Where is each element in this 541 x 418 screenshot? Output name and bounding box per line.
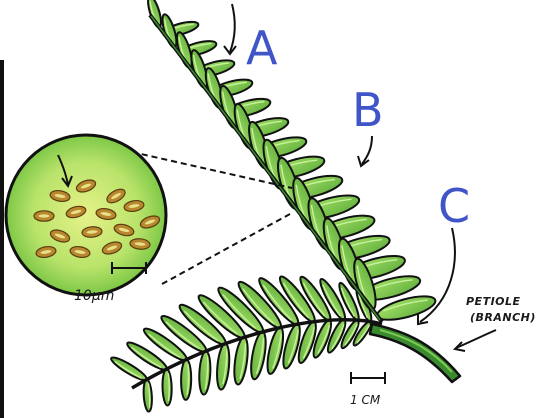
petiole-branch xyxy=(370,324,460,382)
label-b: B xyxy=(352,83,384,137)
micro-scale-label: 10μm xyxy=(74,288,114,304)
label-c: C xyxy=(438,179,470,233)
leaflet-lower-bottom xyxy=(215,343,231,390)
petiole-label-line2: (BRANCH) xyxy=(470,311,536,324)
zoom-line-bottom xyxy=(162,214,290,284)
magnified-view xyxy=(6,135,166,295)
leaflet-lower-bottom xyxy=(162,369,172,406)
leaflet-lower-bottom xyxy=(198,351,211,395)
cm-scale-label: 1 CM xyxy=(350,393,381,407)
label-a: A xyxy=(246,21,278,75)
magnified-circle xyxy=(6,135,166,295)
leaflet-lower-bottom xyxy=(264,326,286,375)
stoma xyxy=(34,211,54,221)
leaflet-lower-bottom xyxy=(143,379,153,412)
leaflet-upper-left xyxy=(145,0,163,29)
upper-frond xyxy=(145,0,437,325)
petiole-label-line1: PETIOLE xyxy=(466,295,521,308)
left-border xyxy=(0,60,4,418)
arrow-b xyxy=(362,136,372,164)
leaflet-lower-bottom xyxy=(248,331,268,380)
lower-frond xyxy=(109,273,382,412)
arrow-a xyxy=(230,4,235,52)
leaflet-lower-bottom xyxy=(232,337,250,386)
leaflet-lower-bottom xyxy=(181,360,192,400)
arrow-petiole xyxy=(456,330,496,348)
